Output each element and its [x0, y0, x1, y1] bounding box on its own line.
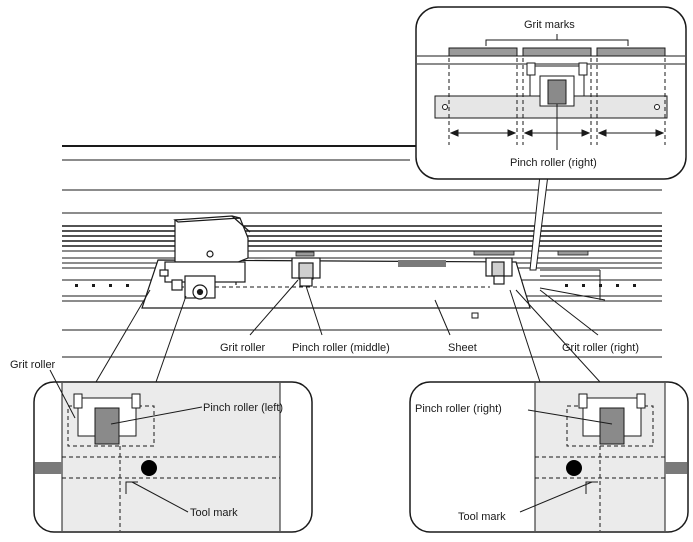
- inset-bottom-right: Pinch roller (right) Tool mark: [409, 289, 689, 533]
- tool-carriage: [159, 215, 251, 300]
- label-tool-mark-left: Tool mark: [190, 507, 238, 519]
- main-labels: Grit roller Pinch roller (middle) Sheet …: [220, 342, 639, 354]
- label-pinch-roller-right-top: Pinch roller (right): [510, 157, 597, 169]
- label-grit-roller-right: Grit roller (right): [562, 342, 639, 354]
- right-rear-hardware: [539, 269, 606, 301]
- pinch-roller-middle-main: [291, 257, 321, 287]
- label-grit-roller-left: Grit roller: [10, 359, 56, 371]
- grit-marks-main: [295, 250, 589, 257]
- label-pinch-roller-left: Pinch roller (left): [203, 402, 283, 414]
- label-tool-mark-right: Tool mark: [458, 511, 506, 523]
- label-pinch-roller-right-inset: Pinch roller (right): [415, 403, 502, 415]
- label-grit-roller: Grit roller: [220, 342, 266, 354]
- inset-bottom-left: Pinch roller (left) Tool mark Grit rolle…: [10, 289, 313, 533]
- main-leader-lines: [249, 279, 599, 336]
- label-pinch-roller-middle: Pinch roller (middle): [292, 342, 390, 354]
- inset-top-right: Grit marks Pinch roller (right): [415, 6, 687, 271]
- label-sheet: Sheet: [448, 342, 477, 354]
- label-grit-marks: Grit marks: [524, 19, 575, 31]
- pinch-roller-right-main: [485, 257, 513, 285]
